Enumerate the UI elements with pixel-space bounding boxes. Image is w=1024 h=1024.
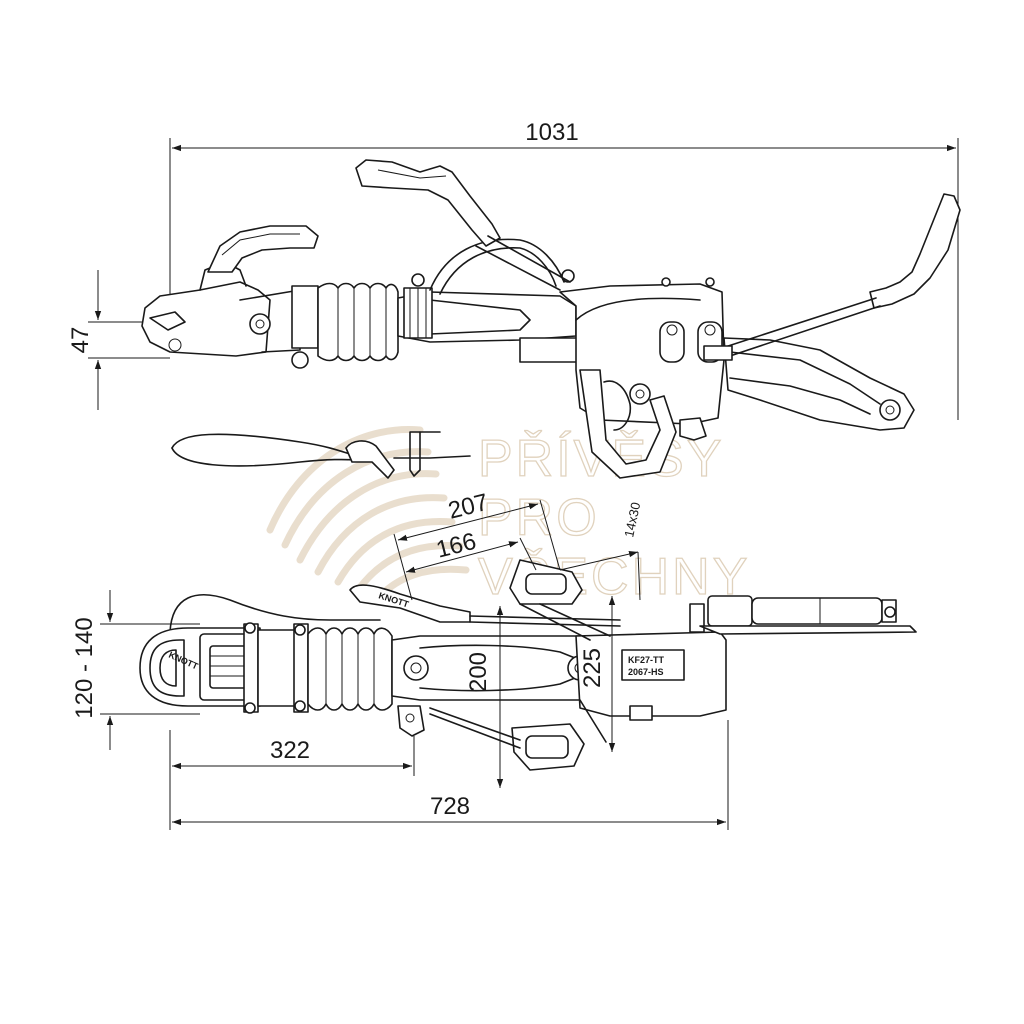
dim-166: 166 [433,528,478,564]
breakaway-cable [171,431,471,479]
plate-line2: 2067-HS [628,667,664,677]
top-dimensions: 1031 47 [67,119,959,420]
dim-225: 225 [579,648,606,688]
handbrake-lever [355,159,571,295]
rear-lever [703,193,961,431]
lower-handle [429,699,607,771]
watermark: PŘÍVĚSY PRO VŠECHNY [266,426,748,607]
drawbar-plan [391,635,593,737]
plate-line1: KF27-TT [628,655,665,665]
damper-plan [699,595,917,635]
dim-overall-length-bottom: 728 [430,793,470,820]
dim-14x30: 14x30 [621,501,643,539]
dim-322: 322 [270,737,310,764]
watermark-line2: PRO [478,489,600,547]
handbrake-lever-plan: KNOTT [349,559,621,641]
plan-view: KNOTT [139,559,917,771]
side-view [141,159,961,479]
plan-dimensions: 120 - 140 207 166 14x30 200 225 322 728 [71,489,729,830]
bellows [291,282,399,369]
bellows-plan [307,627,393,711]
housing [559,269,725,479]
dim-overall-length-top: 1031 [525,119,578,146]
dim-200: 200 [465,652,492,692]
dim-ball-height: 47 [67,327,94,354]
coupling-head [141,225,319,357]
watermark-logo [266,426,470,600]
drawbar [397,273,581,363]
coupling-head-plan: KNOTT [139,622,309,714]
dim-width-range: 120 - 140 [71,617,98,718]
